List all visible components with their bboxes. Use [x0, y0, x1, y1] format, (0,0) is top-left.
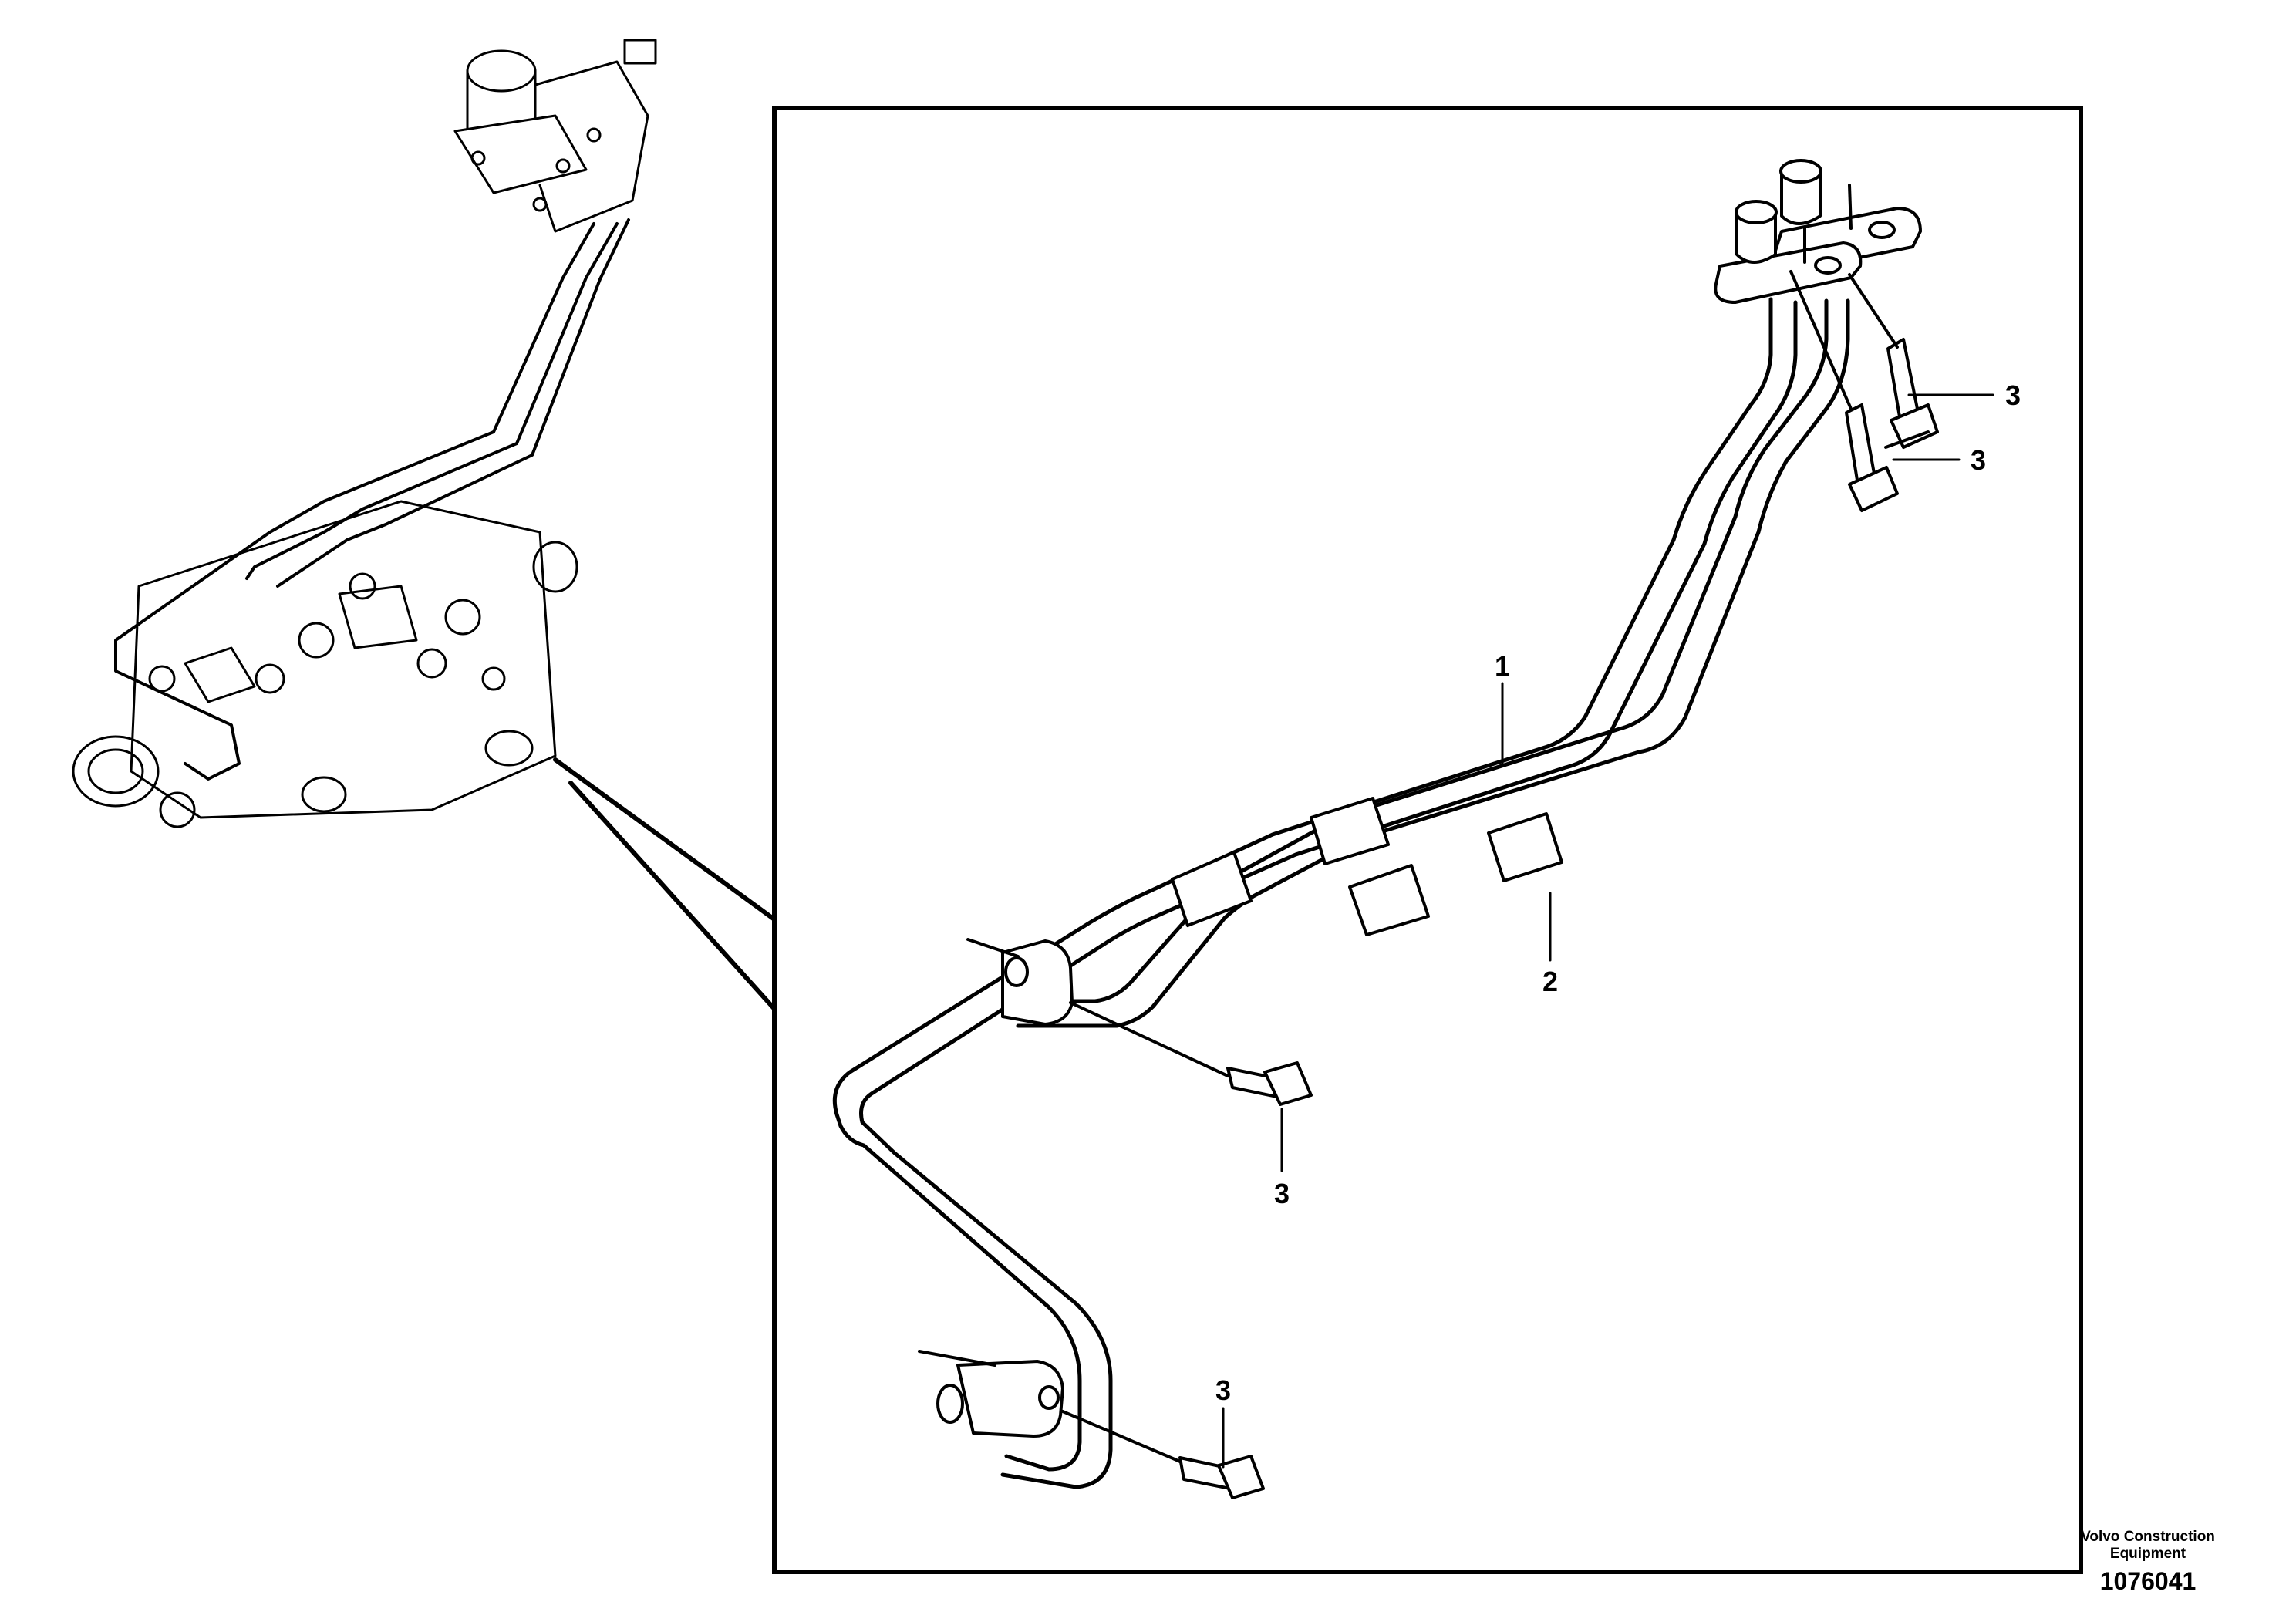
manufacturer-line-2: Equipment: [2109, 1546, 2186, 1562]
overview-tube-pair: [114, 218, 630, 781]
lower-clamps: [918, 938, 1074, 1438]
pipe-2: [1016, 298, 1850, 1028]
manufacturer-name: Volvo Construction Equipment: [2048, 1529, 2248, 1563]
bolt-upper-right: [1848, 273, 1939, 449]
callout-leaders: [1222, 393, 1994, 1469]
pipe-1-sleeves: [1171, 797, 1390, 927]
manufacturer-line-1: Volvo Construction: [2081, 1529, 2215, 1545]
overview-actuator: [453, 39, 657, 233]
callout-label-2: 2: [1542, 966, 1558, 997]
pipe-2-sleeves: [1348, 812, 1563, 936]
callout-labels: 1 2 3 3 3 3: [1215, 379, 2021, 1406]
bolt-lower: [1061, 1410, 1265, 1499]
callout-label-3c: 3: [1274, 1178, 1290, 1209]
drawing-number: 1076041: [2099, 1567, 2197, 1595]
detail-frame: [772, 106, 2083, 1574]
overview-assembly: [72, 39, 657, 828]
pipe-1: [832, 297, 1798, 1489]
upper-fittings: [1714, 159, 1922, 304]
zoom-connector: [553, 757, 777, 1011]
callout-label-3a: 3: [2005, 379, 2021, 411]
callout-label-3b: 3: [1971, 444, 1986, 476]
detail-pipes: [832, 297, 1850, 1489]
overview-valve-block: [72, 500, 578, 828]
callout-label-1: 1: [1495, 650, 1510, 682]
bolt-middle: [1069, 1001, 1313, 1106]
callout-label-3d: 3: [1215, 1374, 1231, 1406]
bolt-upper-left: [1789, 270, 1899, 512]
